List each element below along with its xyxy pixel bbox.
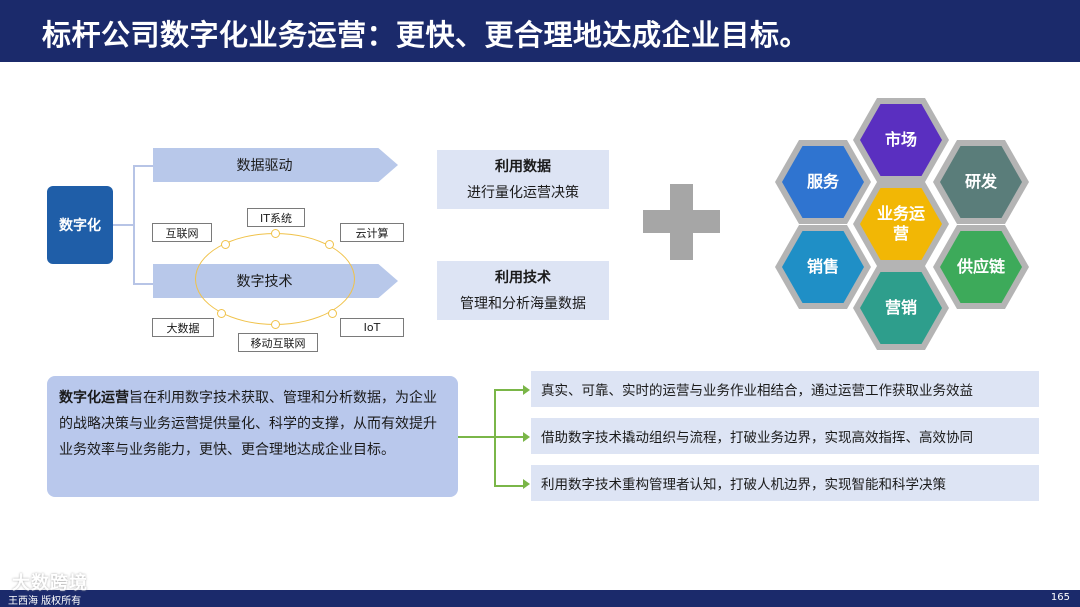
footer-copyright: 王西海 版权所有	[8, 592, 81, 607]
point-item: 借助数字技术撬动组织与流程，打破业务边界，实现高效指挥、高效协同	[531, 418, 1039, 454]
tag-mobile-internet: 移动互联网	[238, 333, 318, 352]
summary-lead: 数字化运营	[59, 390, 129, 406]
info-box-data: 利用数据 进行量化运营决策	[437, 150, 609, 209]
hex-supply: 供应链	[933, 225, 1029, 309]
connector-top	[133, 165, 153, 167]
tag-cloud: 云计算	[340, 223, 404, 242]
hex-center-label: 业务运营	[860, 188, 942, 260]
point-item: 利用数字技术重构管理者认知，打破人机边界，实现智能和科学决策	[531, 465, 1039, 501]
summary-box: 数字化运营旨在利用数字技术获取、管理和分析数据，为企业的战略决策与业务运营提供量…	[47, 376, 458, 497]
arrow-head	[523, 385, 530, 395]
ring-node	[325, 240, 334, 249]
arrow-head	[523, 479, 530, 489]
hex-center-text: 业务运营	[876, 204, 926, 244]
digital-core-box: 数字化	[47, 186, 113, 264]
page-title: 标杆公司数字化业务运营：更快、更合理地达成企业目标。	[42, 12, 809, 54]
point-item: 真实、可靠、实时的运营与业务作业相结合，通过运营工作获取业务效益	[531, 371, 1039, 407]
tree-trunk	[494, 389, 526, 487]
connector-stub	[113, 224, 133, 226]
tree-stem	[458, 436, 494, 438]
banner-data-driven: 数据驱动	[153, 148, 398, 182]
info-box-text: 管理和分析海量数据	[460, 291, 586, 317]
arrow-head	[523, 432, 530, 442]
hex-rnd-label: 研发	[940, 146, 1022, 218]
hex-sales-label: 销售	[782, 231, 864, 303]
info-box-text: 进行量化运营决策	[467, 180, 579, 206]
hex-market-label: 市场	[860, 104, 942, 176]
ring-node	[271, 320, 280, 329]
ring-node	[217, 309, 226, 318]
hex-center: 业务运营	[853, 182, 949, 266]
hex-marketing: 营销	[853, 266, 949, 350]
info-box-title: 利用技术	[495, 265, 551, 291]
ring-node	[271, 229, 280, 238]
ring-node	[221, 240, 230, 249]
hex-service: 服务	[775, 140, 871, 224]
tag-iot: IoT	[340, 318, 404, 337]
hex-supply-label: 供应链	[940, 231, 1022, 303]
hex-service-label: 服务	[782, 146, 864, 218]
tag-internet: 互联网	[152, 223, 212, 242]
hex-rnd: 研发	[933, 140, 1029, 224]
hex-marketing-label: 营销	[860, 272, 942, 344]
tag-it-system: IT系统	[247, 208, 305, 227]
ring-node	[328, 309, 337, 318]
hex-sales: 销售	[775, 225, 871, 309]
info-box-tech: 利用技术 管理和分析海量数据	[437, 261, 609, 320]
tree-mid	[494, 436, 524, 438]
info-box-title: 利用数据	[495, 154, 551, 180]
plus-icon-vertical	[670, 184, 693, 260]
footer-bar	[0, 590, 1080, 607]
tag-bigdata: 大数据	[152, 318, 214, 337]
page-number: 165	[1051, 592, 1070, 603]
hex-market: 市场	[853, 98, 949, 182]
